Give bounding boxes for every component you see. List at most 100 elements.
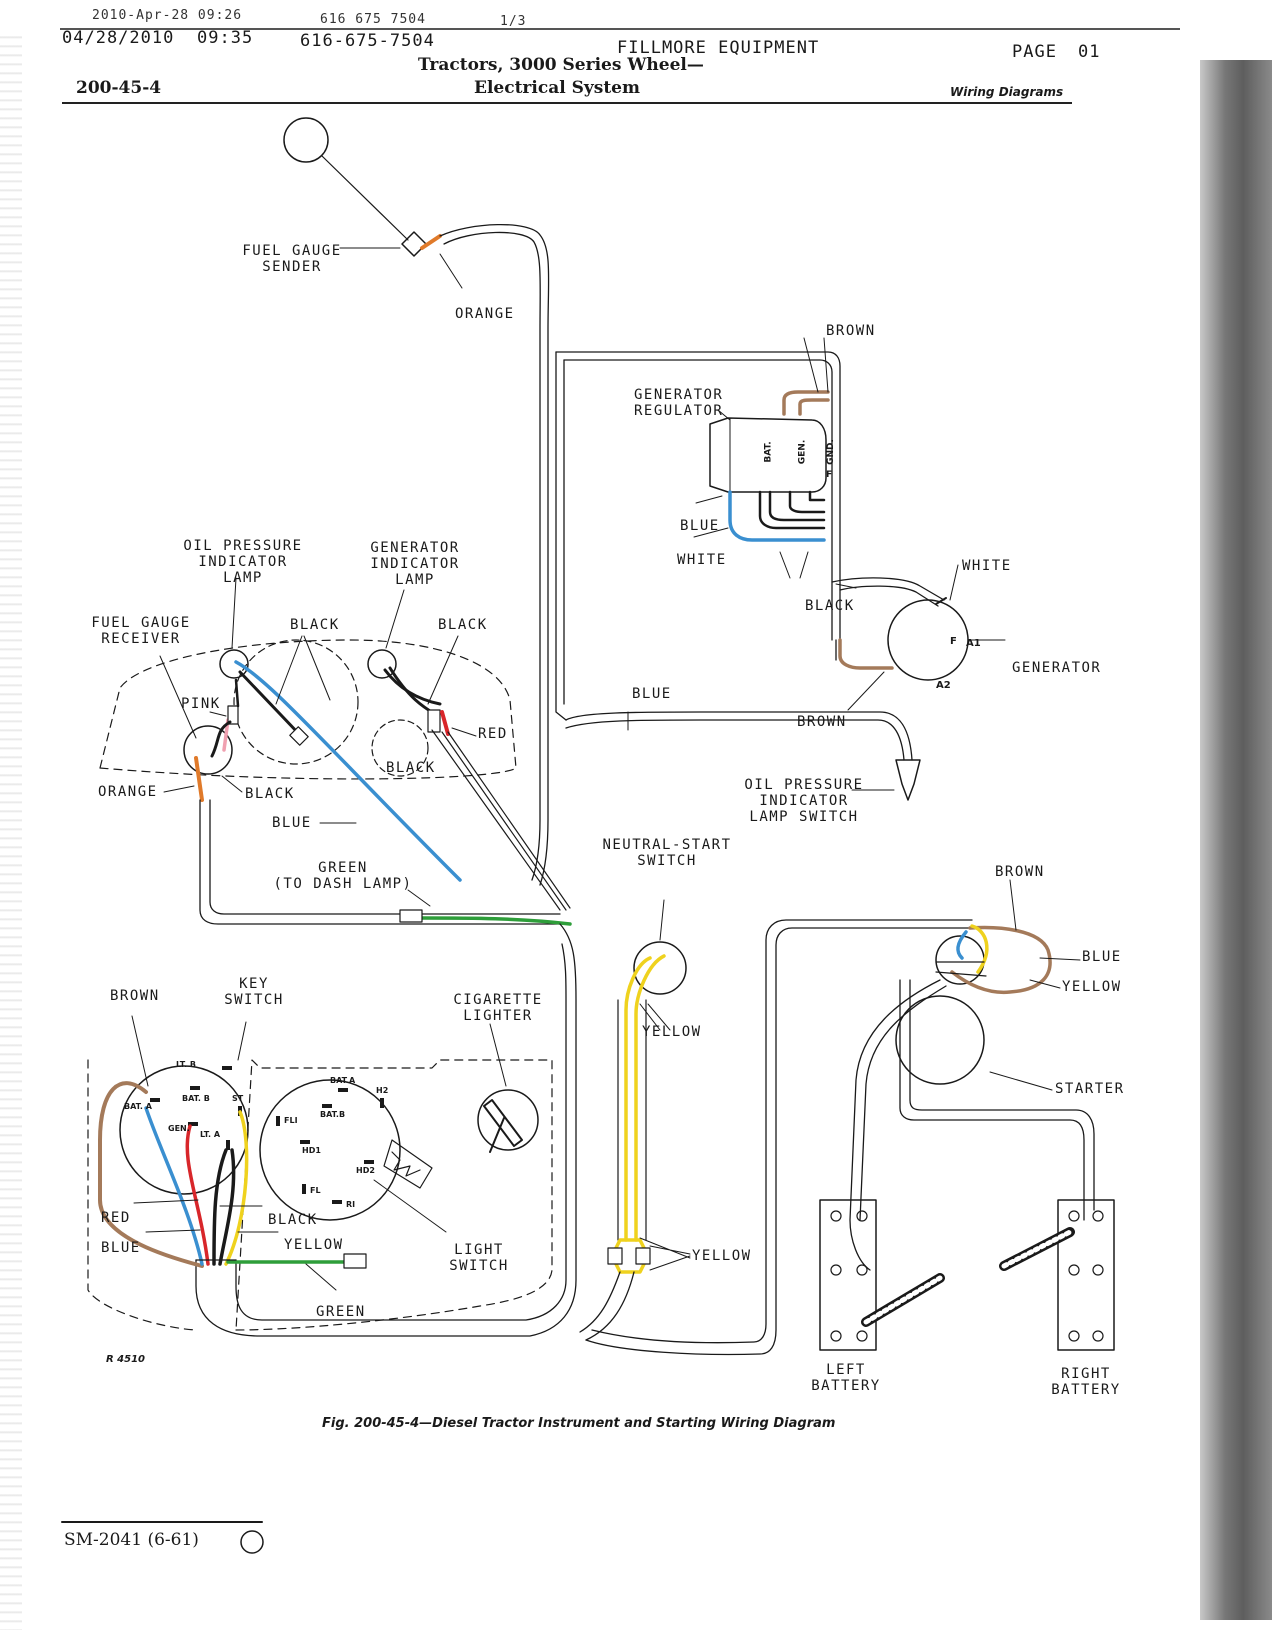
fuel-gauge-receiver-body (183, 725, 233, 775)
fuel-float-arm (321, 155, 409, 241)
fax-header-page-line1: 1/3 (500, 14, 527, 29)
left-battery-body (819, 1199, 877, 1351)
left-battery-strap-inner (863, 1275, 943, 1325)
label-blue-starter: BLUE (1082, 949, 1122, 965)
label-orange-top: ORANGE (455, 306, 515, 322)
label-white-regulator: WHITE (677, 552, 727, 568)
fax-header-date-line1: 2010-Apr-28 09:26 (92, 8, 243, 23)
label-blue-key: BLUE (101, 1240, 141, 1256)
label-generator: GENERATOR (1012, 660, 1102, 676)
label-black-left: BLACK (290, 617, 340, 633)
leader-cigarette-lighter (489, 1023, 507, 1087)
leader-white-gen (949, 564, 959, 601)
label-blue-dash: BLUE (272, 815, 312, 831)
harness-oil-switch-inner (565, 719, 905, 761)
harness-starter-inner (591, 919, 973, 1344)
cigarette-lighter-body (477, 1089, 539, 1151)
key-terminal-lt-b: LT. B (176, 1060, 196, 1069)
generator-terminal-a2: A2 (936, 680, 951, 691)
label-white-generator: WHITE (962, 558, 1012, 574)
leader-black-left (275, 635, 331, 705)
harness-neutral-sheath (617, 999, 647, 1241)
footer-seal (240, 1530, 264, 1554)
dash-gauge-small (371, 719, 429, 777)
wire-yellow-starter (970, 924, 989, 974)
wire-black-reg-4 (808, 490, 826, 502)
fuel-gauge-sender-shape (401, 231, 427, 257)
wire-black-oil-lamp (234, 678, 240, 708)
starter-body (895, 995, 985, 1085)
wire-orange-dash (194, 756, 204, 802)
leader-blue-starter (1039, 957, 1081, 961)
harness-oil-switch-outer (565, 711, 913, 761)
leader-oil-lamp (231, 577, 237, 649)
fax-page-label: PAGE (1012, 42, 1057, 62)
battery-cell-caps (830, 1210, 1104, 1342)
light-terminal-bat-b: BAT.B (320, 1110, 346, 1119)
harness-main-inner (443, 231, 541, 881)
leader-brown-reg-b (823, 337, 829, 393)
label-black-regulator: BLACK (805, 598, 855, 614)
harness-neutral-bottom-a (579, 1271, 621, 1333)
doc-header-rule (62, 102, 1072, 104)
harness-reg-left-outer (555, 351, 567, 721)
wire-gen-field-outer (839, 585, 939, 607)
light-terminal-fl: FL (310, 1186, 321, 1195)
leader-orange-dash (163, 785, 195, 793)
harness-dash-loop-outer (199, 799, 561, 925)
leader-blue-reg (695, 495, 723, 504)
fax-time: 09:35 (197, 28, 254, 48)
scan-right-edge (1200, 60, 1272, 1620)
dash-gauge-tach (233, 639, 359, 765)
yellow-connector-right (635, 1247, 651, 1265)
doc-section-name: Wiring Diagrams (950, 85, 1064, 99)
gen-lamp-connector (427, 709, 441, 733)
label-green-key: GREEN (316, 1304, 366, 1320)
doc-section-number: 200-45-4 (76, 78, 162, 98)
cable-left-battery-b (859, 985, 947, 1221)
leader-black-gen (835, 583, 857, 589)
light-switch-resistor (383, 1139, 433, 1189)
wire-black-reg-1 (758, 490, 826, 530)
key-terminal-bat-a: BAT. A (124, 1102, 152, 1111)
label-blue-regulator: BLUE (680, 518, 720, 534)
scan-left-edge (0, 30, 22, 1630)
light-switch-coil (391, 1151, 421, 1177)
gen-lamp-socket (367, 649, 397, 679)
fax-header-rule (60, 28, 1180, 30)
starter-cables (935, 961, 987, 977)
wire-blue-starter (956, 930, 968, 960)
regulator-terminal-gen: GEN. (797, 439, 808, 465)
leader-green-key (305, 1263, 337, 1291)
generator-regulator-body (709, 417, 827, 493)
wire-black-reg-2 (768, 490, 826, 522)
label-pink: PINK (181, 696, 221, 712)
light-terminal-bat-a: BAT.A (330, 1076, 356, 1085)
harness-dash-loop-inner (209, 799, 561, 915)
wire-black-fuel (210, 720, 232, 758)
leader-brown-reg-a (803, 337, 819, 393)
generator-terminal-a1: A1 (966, 638, 981, 649)
leader-gen-lamp (385, 589, 405, 649)
label-red-dash: RED (478, 726, 508, 742)
key-switch-body (119, 1065, 249, 1195)
light-terminal-fli: FLI (284, 1116, 298, 1125)
leader-yellow-neutral (639, 1003, 671, 1031)
leader-black-dash (221, 775, 243, 793)
leader-light-switch (373, 1179, 447, 1233)
wire-gen-lamp-bundle-a (431, 729, 561, 911)
harness-starter-outer (585, 927, 977, 1356)
wire-red-dash (440, 710, 450, 736)
fax-page-number: 01 (1078, 42, 1101, 62)
harness-lower-inner (235, 943, 567, 1321)
wire-blue-key (144, 1106, 204, 1266)
label-red-key: RED (101, 1210, 131, 1226)
label-blue-harness: BLUE (632, 686, 672, 702)
key-terminal-lt-a: LT. A (200, 1130, 221, 1139)
